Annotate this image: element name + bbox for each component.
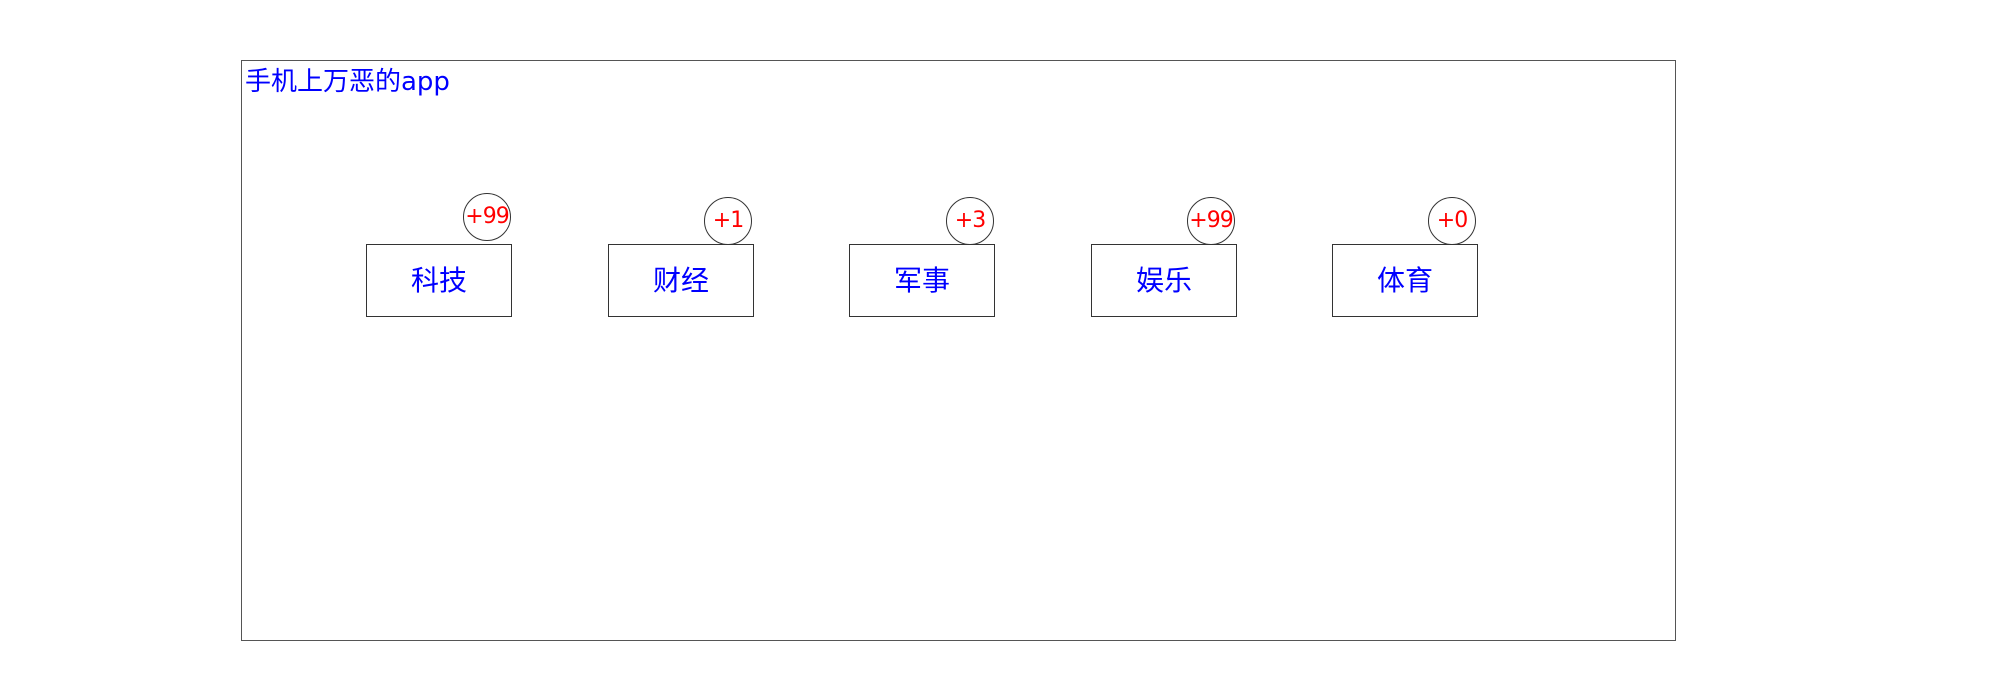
app-label: 科技 bbox=[410, 263, 467, 297]
app-tile-sports[interactable]: 体育 bbox=[1332, 244, 1478, 317]
app-panel: 手机上万恶的app bbox=[241, 60, 1676, 641]
app-tile-finance[interactable]: 财经 bbox=[608, 244, 754, 317]
app-label: 军事 bbox=[893, 263, 950, 297]
app-tile-military[interactable]: 军事 bbox=[849, 244, 995, 317]
panel-title: 手机上万恶的app bbox=[245, 67, 450, 97]
app-label: 娱乐 bbox=[1135, 263, 1192, 297]
app-tile-entertainment[interactable]: 娱乐 bbox=[1091, 244, 1237, 317]
app-label: 财经 bbox=[652, 263, 709, 297]
notification-badge-entertainment: +99 bbox=[1187, 197, 1235, 245]
notification-badge-sports: +0 bbox=[1428, 197, 1476, 245]
notification-badge-finance: +1 bbox=[704, 197, 752, 245]
app-tile-tech[interactable]: 科技 bbox=[366, 244, 512, 317]
notification-badge-military: +3 bbox=[946, 197, 994, 245]
app-label: 体育 bbox=[1376, 263, 1433, 297]
notification-badge-tech: +99 bbox=[463, 193, 511, 241]
